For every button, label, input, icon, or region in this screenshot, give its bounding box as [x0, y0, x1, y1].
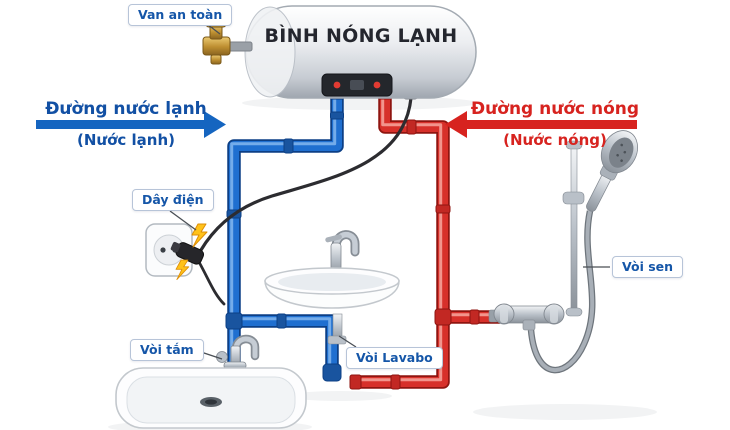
- shower-set: [488, 130, 638, 374]
- label-sink-faucet: Vòi Lavabo: [346, 347, 443, 369]
- hot-line-subtitle: (Nước nóng): [503, 131, 607, 149]
- label-bath-faucet: Vòi tắm: [130, 339, 204, 361]
- shower-rail: [570, 145, 578, 313]
- sink: [264, 267, 400, 345]
- power-cable: [197, 96, 413, 306]
- bathtub: [115, 367, 307, 429]
- water-heater-tank: [244, 5, 477, 99]
- cold-line-subtitle: (Nước lạnh): [77, 131, 175, 149]
- tank-title: BÌNH NÓNG LẠNH: [264, 25, 458, 47]
- handheld-shower-head: [586, 130, 638, 212]
- hot-line-title: Đường nước nóng: [470, 99, 640, 119]
- hot-arrow: [445, 111, 637, 138]
- label-safety-valve: Van an toàn: [128, 4, 233, 26]
- bathtub-faucet: [216, 334, 260, 370]
- label-shower: Vòi sen: [612, 256, 684, 278]
- shower-mixer: [488, 303, 565, 331]
- power-plug: [170, 241, 205, 265]
- cold-arrow: [36, 111, 226, 138]
- cold-line-title: Đường nước lạnh: [45, 99, 207, 119]
- hot-water-pipes: [349, 89, 500, 390]
- hot-pipe-fittings: [349, 89, 480, 390]
- label-electric-wire: Dây điện: [132, 189, 214, 211]
